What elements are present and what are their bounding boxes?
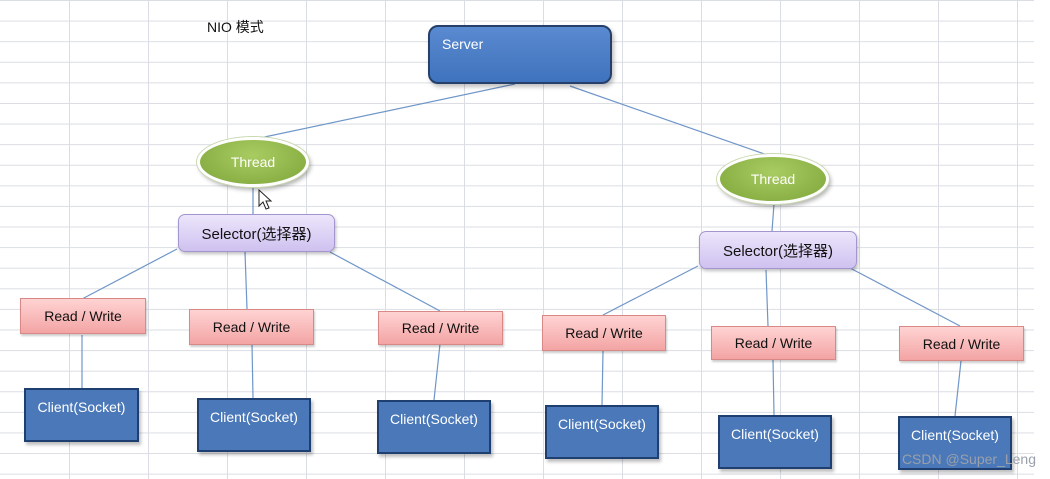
client-node-left-1: Client(Socket) bbox=[24, 388, 139, 442]
connector-selector-rw-left-3 bbox=[329, 251, 441, 312]
connector-rw-client-left-2 bbox=[251, 343, 254, 399]
connector-server-thread-right bbox=[569, 85, 774, 158]
read-write-label: Read / Write bbox=[44, 308, 122, 324]
client-node-left-3: Client(Socket) bbox=[377, 400, 491, 454]
read-write-label: Read / Write bbox=[734, 335, 813, 351]
read-write-node-left-3: Read / Write bbox=[378, 311, 503, 345]
thread-node-right: Thread bbox=[717, 154, 829, 204]
selector-label: Selector(选择器) bbox=[722, 242, 834, 260]
connector-rw-client-left-3 bbox=[433, 343, 441, 401]
connector-selector-rw-right-3 bbox=[849, 267, 961, 327]
connector-selector-rw-right-2 bbox=[765, 269, 769, 327]
client-label: Client(Socket) bbox=[558, 416, 646, 432]
read-write-node-left-1: Read / Write bbox=[20, 298, 146, 334]
connector-selector-rw-right-1 bbox=[602, 265, 699, 316]
client-label: Client(Socket) bbox=[37, 399, 126, 415]
read-write-label: Read / Write bbox=[922, 335, 1001, 352]
connector-rw-client-right-2 bbox=[772, 359, 775, 416]
selector-node-left: Selector(选择器) bbox=[178, 214, 335, 252]
read-write-node-right-3: Read / Write bbox=[899, 326, 1024, 361]
connector-selector-rw-left-2 bbox=[244, 251, 248, 310]
connector-rw-client-right-3 bbox=[954, 360, 962, 417]
server-node: Server bbox=[428, 25, 612, 84]
connector-rw-client-right-1 bbox=[601, 350, 604, 406]
read-write-node-left-2: Read / Write bbox=[189, 309, 314, 345]
client-label: Client(Socket) bbox=[210, 409, 298, 425]
mouse-cursor-icon bbox=[258, 189, 273, 210]
connector-thread-selector-right bbox=[771, 203, 775, 232]
read-write-node-right-2: Read / Write bbox=[711, 326, 836, 360]
read-write-label: Read / Write bbox=[565, 325, 643, 341]
read-write-node-right-1: Read / Write bbox=[542, 315, 666, 351]
client-node-left-2: Client(Socket) bbox=[197, 398, 311, 452]
watermark: CSDN @Super_Leng bbox=[901, 451, 1036, 467]
client-label: Client(Socket) bbox=[731, 426, 819, 442]
client-node-right-2: Client(Socket) bbox=[718, 415, 832, 469]
selector-label: Selector(选择器) bbox=[201, 225, 312, 243]
connector-server-thread-left bbox=[254, 83, 516, 140]
server-label: Server bbox=[442, 36, 484, 52]
selector-node-right: Selector(选择器) bbox=[699, 231, 857, 269]
connector-selector-rw-left-1 bbox=[81, 248, 178, 300]
client-label: Client(Socket) bbox=[911, 427, 999, 443]
diagram-title: NIO 模式 bbox=[207, 19, 264, 35]
thread-node-left: Thread bbox=[197, 137, 309, 187]
client-label: Client(Socket) bbox=[390, 411, 478, 427]
thread-label: Thread bbox=[230, 154, 276, 170]
read-write-label: Read / Write bbox=[401, 320, 480, 336]
client-node-right-3: Client(Socket) bbox=[898, 416, 1012, 470]
client-node-right-1: Client(Socket) bbox=[545, 405, 659, 459]
read-write-label: Read / Write bbox=[212, 319, 291, 335]
thread-label: Thread bbox=[750, 171, 796, 187]
